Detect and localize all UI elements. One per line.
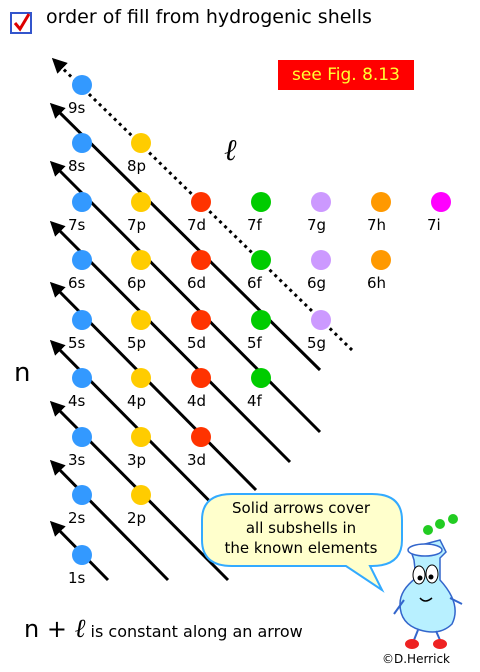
subshell-dot-6s [72, 250, 92, 270]
subshell-label-3d: 3d [187, 451, 206, 469]
subshell-label-3s: 3s [68, 451, 86, 469]
subshell-dot-5f [251, 310, 271, 330]
arrow-5f [49, 102, 322, 372]
subshell-label-3p: 3p [127, 451, 146, 469]
subshell-label-4d: 4d [187, 392, 206, 410]
subshell-dot-7g [311, 192, 331, 212]
subshell-dot-7s [72, 192, 92, 212]
arrow-2s [49, 459, 170, 582]
subshell-dot-6h [371, 250, 391, 270]
subshell-label-6d: 6d [187, 274, 206, 292]
subshell-label-7p: 7p [127, 216, 146, 234]
subshell-label-5s: 5s [68, 334, 86, 352]
subshell-label-4s: 4s [68, 392, 86, 410]
subshell-label-1s: 1s [68, 569, 86, 587]
subshell-label-5d: 5d [187, 334, 206, 352]
subshell-dot-3p [131, 427, 151, 447]
subshell-dot-8s [72, 133, 92, 153]
subshell-dot-6p [131, 250, 151, 270]
subshell-label-7f: 7f [247, 216, 263, 234]
subshell-label-6f: 6f [247, 274, 263, 292]
subshell-grid: 9s 8s 8p 7s 7p 7d 7f 7g 7h 7i 6s 6p 6d 6f 6g 6h 5s 5p 5d 5f… [68, 75, 451, 587]
subshell-dot-7i [431, 192, 451, 212]
subshell-dot-4d [191, 368, 211, 388]
speech-bubble-line-2: all subshells in [245, 519, 357, 537]
subshell-label-6s: 6s [68, 274, 86, 292]
subshell-dot-5g [311, 310, 331, 330]
subshell-dot-5s [72, 310, 92, 330]
subshell-dot-8p [131, 133, 151, 153]
footer-n: n [24, 615, 40, 643]
subshell-label-7s: 7s [68, 216, 86, 234]
subshell-label-4f: 4f [247, 392, 263, 410]
subshell-label-9s: 9s [68, 99, 86, 117]
subshell-label-7g: 7g [307, 216, 326, 234]
footer-plus: + [39, 615, 75, 643]
subshell-label-8p: 8p [127, 157, 146, 175]
speech-bubble-line-3: the known elements [224, 539, 378, 557]
subshell-label-6p: 6p [127, 274, 146, 292]
footer-caption: n + ℓ is constant along an arrow [24, 614, 303, 644]
subshell-label-6g: 6g [307, 274, 326, 292]
footer-ell: ℓ [74, 614, 86, 644]
subshell-dot-6f [251, 250, 271, 270]
speech-bubble [201, 493, 403, 593]
subshell-dot-7d [191, 192, 211, 212]
subshell-dot-2s [72, 485, 92, 505]
figure-reference-badge: see Fig. 8.13 [278, 60, 414, 90]
subshell-dot-7p [131, 192, 151, 212]
subshell-dot-5p [131, 310, 151, 330]
header-title: order of fill from hydrogenic shells [46, 6, 372, 28]
subshell-dot-4p [131, 368, 151, 388]
subshell-dot-9s [72, 75, 92, 95]
footer-rest: is constant along an arrow [85, 622, 303, 641]
subshell-dot-4s [72, 368, 92, 388]
subshell-dot-6d [191, 250, 211, 270]
subshell-label-5g: 5g [307, 334, 326, 352]
arrow-4f [49, 160, 322, 434]
subshell-label-2p: 2p [127, 509, 146, 527]
subshell-label-5p: 5p [127, 334, 146, 352]
subshell-label-8s: 8s [68, 157, 86, 175]
subshell-dot-1s [72, 545, 92, 565]
subshell-dot-2p [131, 485, 151, 505]
flask-mascot-icon [393, 514, 463, 649]
ell-axis-label: ℓ [224, 133, 237, 168]
subshell-dot-4f [251, 368, 271, 388]
subshell-dot-5d [191, 310, 211, 330]
n-axis-label: n [14, 358, 31, 388]
subshell-label-2s: 2s [68, 509, 86, 527]
subshell-dot-3s [72, 427, 92, 447]
checkbox-icon [10, 12, 32, 34]
subshell-label-4p: 4p [127, 392, 146, 410]
subshell-label-5f: 5f [247, 334, 263, 352]
subshell-label-7h: 7h [367, 216, 386, 234]
subshell-label-7i: 7i [427, 216, 441, 234]
subshell-dot-7h [371, 192, 391, 212]
speech-bubble-text: Solid arrows cover all subshells in the … [206, 498, 396, 558]
subshell-dot-7f [251, 192, 271, 212]
subshell-label-6h: 6h [367, 274, 386, 292]
subshell-label-7d: 7d [187, 216, 206, 234]
subshell-dot-6g [311, 250, 331, 270]
speech-bubble-line-1: Solid arrows cover [232, 499, 370, 517]
author-credit: ©D.Herrick [382, 652, 450, 666]
arrow-4d [49, 220, 292, 464]
subshell-dot-3d [191, 427, 211, 447]
